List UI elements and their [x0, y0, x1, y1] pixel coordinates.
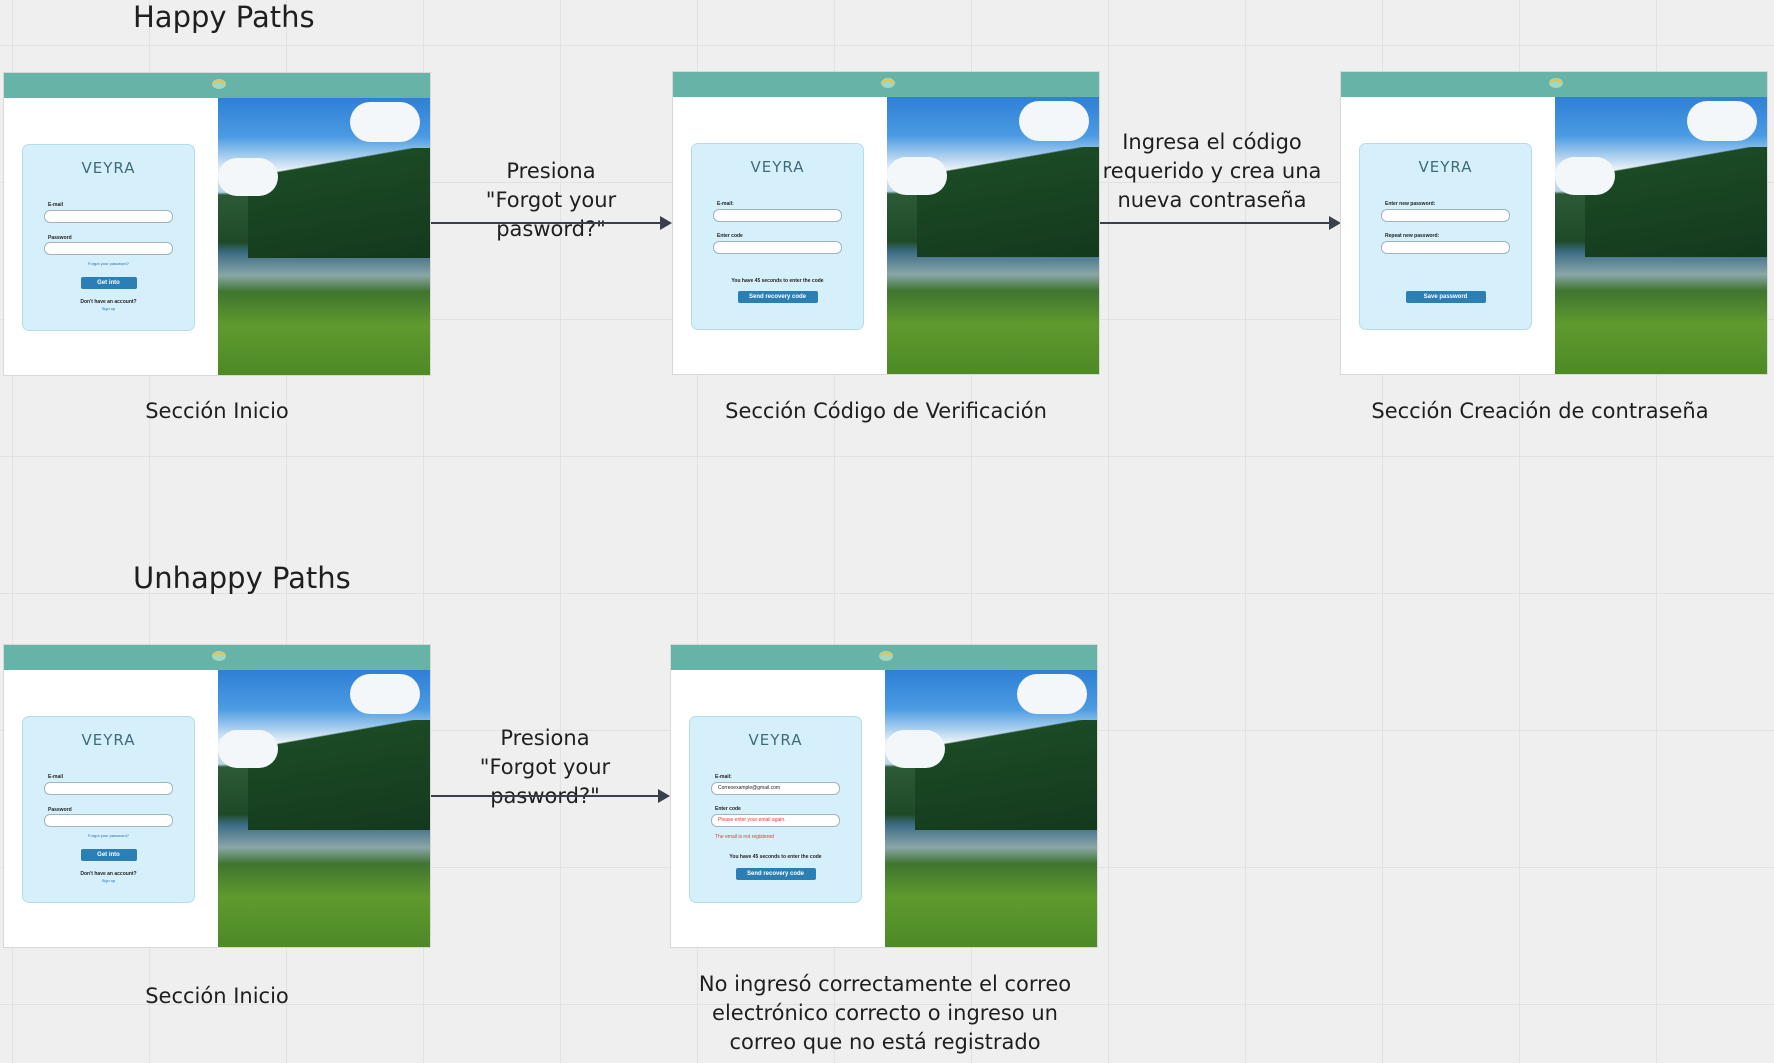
email-label: E-mail:: [715, 774, 732, 780]
email-label: E-mail:: [717, 201, 734, 207]
password-label: Password: [48, 235, 72, 241]
email-field[interactable]: [44, 210, 173, 223]
forgot-password-link[interactable]: Forgot your password?: [88, 833, 129, 838]
app-logo-icon: [879, 651, 893, 661]
code-label: Enter code: [717, 233, 743, 239]
app-logo-icon: [212, 79, 226, 89]
email-field[interactable]: [44, 782, 173, 795]
signup-link[interactable]: Sign up: [101, 878, 116, 883]
brand-logo: VEYRA: [750, 158, 805, 176]
email-label: E-mail: [48, 202, 64, 208]
screen-caption: Sección Creación de contraseña: [1371, 399, 1709, 423]
password-field[interactable]: [44, 814, 173, 827]
screen-caption: Sección Código de Verificación: [725, 399, 1047, 423]
unhappy-paths-title: Unhappy Paths: [133, 561, 351, 595]
signup-link[interactable]: Sign up: [101, 306, 116, 311]
error-caption: No ingresó correctamente el correo elect…: [698, 972, 1072, 1054]
lake-forest-photo: [885, 670, 1097, 947]
repeat-password-field[interactable]: [1381, 241, 1510, 254]
new-password-field[interactable]: [1381, 209, 1510, 222]
verification-screen-mockup: VEYRA E-mail: Enter code You have 45 sec…: [672, 71, 1100, 375]
lake-forest-photo: [1555, 97, 1767, 374]
code-field[interactable]: [713, 241, 842, 254]
timer-note: You have 45 seconds to enter the code: [731, 278, 824, 284]
arrow-label: Ingresa el código requerido y crea una n…: [1102, 130, 1322, 212]
no-account-text: Don't have an account?: [80, 871, 137, 877]
save-password-button[interactable]: Save password: [1405, 291, 1486, 303]
brand-logo: VEYRA: [1418, 158, 1473, 176]
happy-paths-title: Happy Paths: [133, 0, 315, 34]
lake-forest-photo: [218, 670, 430, 947]
brand-logo: VEYRA: [748, 731, 803, 749]
app-logo-icon: [1549, 78, 1563, 88]
login-screen-mockup: VEYRA E-mail Password Forgot your passwo…: [3, 72, 431, 376]
password-label: Password: [48, 807, 72, 813]
email-label: E-mail: [48, 774, 64, 780]
verification-card: VEYRA E-mail: Correoexample@gmail.com En…: [689, 716, 862, 903]
verification-error-screen-mockup: VEYRA E-mail: Correoexample@gmail.com En…: [670, 644, 1098, 948]
send-recovery-code-button[interactable]: Send recovery code: [735, 868, 816, 880]
screen-caption: Sección Inicio: [145, 984, 289, 1008]
lake-forest-photo: [218, 98, 430, 375]
verification-card: VEYRA E-mail: Enter code You have 45 sec…: [691, 143, 864, 330]
arrow-label: Presiona "Forgot your pasword?": [479, 726, 611, 808]
flow-arrow: [1100, 216, 1341, 230]
flow-arrow: [431, 789, 670, 803]
repeat-password-label: Repeat new password:: [1385, 233, 1440, 239]
email-field[interactable]: Correoexample@gmail.com: [711, 782, 840, 795]
forgot-password-link[interactable]: Forgot your password?: [88, 261, 129, 266]
new-password-screen-mockup: VEYRA Enter new password: Repeat new pas…: [1340, 71, 1768, 375]
timer-note: You have 45 seconds to enter the code: [729, 854, 822, 860]
login-card: VEYRA E-mail Password Forgot your passwo…: [22, 716, 195, 903]
send-recovery-code-button[interactable]: Send recovery code: [737, 291, 818, 303]
brand-logo: VEYRA: [81, 731, 136, 749]
brand-logo: VEYRA: [81, 159, 136, 177]
login-card: VEYRA E-mail Password Forgot your passwo…: [22, 144, 195, 331]
new-password-label: Enter new password:: [1385, 201, 1436, 207]
login-screen-mockup: VEYRA E-mail Password Forgot your passwo…: [3, 644, 431, 948]
flow-arrow: [431, 216, 672, 230]
lake-forest-photo: [887, 97, 1099, 374]
code-field[interactable]: Please enter your email again.: [711, 814, 840, 827]
get-into-button[interactable]: Get into: [80, 849, 137, 861]
error-message: The email is not registered: [715, 834, 774, 840]
app-logo-icon: [212, 651, 226, 661]
app-logo-icon: [881, 78, 895, 88]
get-into-button[interactable]: Get into: [80, 277, 137, 289]
arrow-label: Presiona "Forgot your pasword?": [485, 159, 617, 241]
no-account-text: Don't have an account?: [80, 299, 137, 305]
new-password-card: VEYRA Enter new password: Repeat new pas…: [1359, 143, 1532, 330]
screen-caption: Sección Inicio: [145, 399, 289, 423]
email-field[interactable]: [713, 209, 842, 222]
code-label: Enter code: [715, 806, 741, 812]
password-field[interactable]: [44, 242, 173, 255]
